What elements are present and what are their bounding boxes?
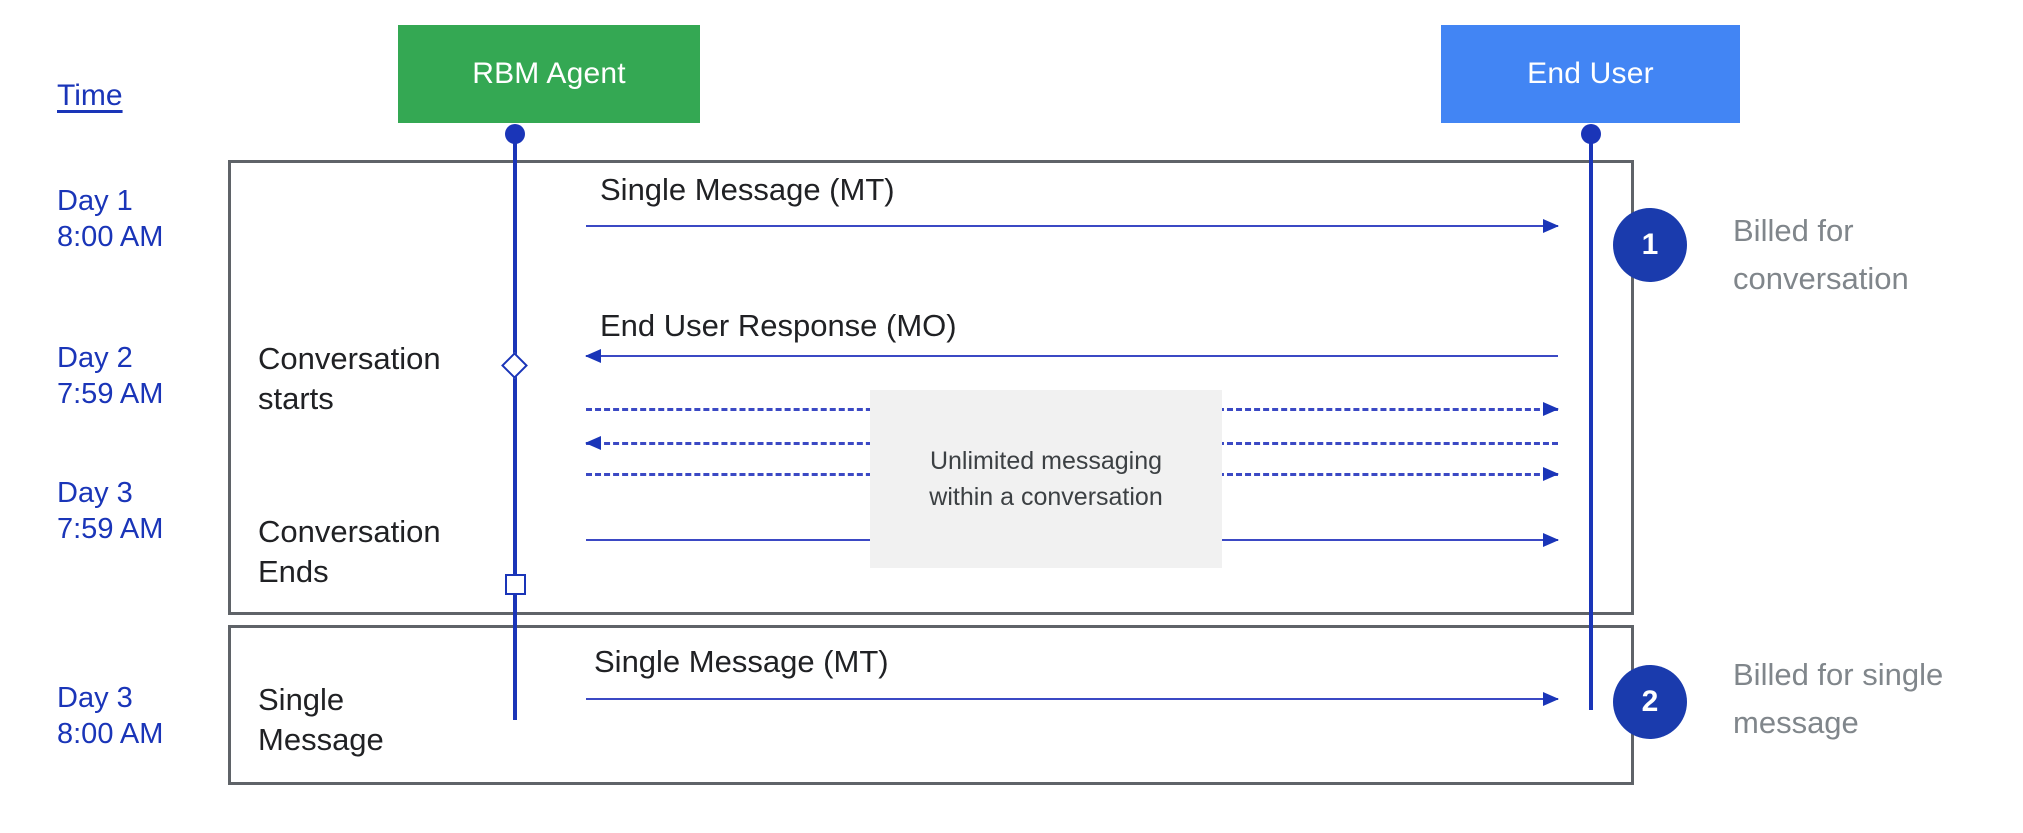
lifeline-rbm-agent bbox=[513, 128, 517, 720]
panel-conversation bbox=[228, 160, 1634, 615]
message-caption-mo-1: End User Response (MO) bbox=[600, 308, 957, 343]
time-label-day2-759am: Day 2 7:59 AM bbox=[57, 342, 164, 410]
actor-box-rbm-agent[interactable]: RBM Agent bbox=[398, 25, 700, 123]
label-single-message: Single Message bbox=[258, 682, 384, 757]
time-axis-header[interactable]: Time bbox=[57, 79, 123, 112]
message-caption-mt-2: Single Message (MT) bbox=[594, 644, 889, 679]
arrow-shaft bbox=[586, 355, 1558, 357]
label-conversation-ends: Conversation Ends bbox=[258, 514, 441, 589]
arrow-head-right-icon bbox=[1543, 467, 1559, 481]
arrow-head-left-icon bbox=[585, 436, 601, 450]
conversation-end-square-icon bbox=[505, 574, 526, 595]
time-label-day3-759am: Day 3 7:59 AM bbox=[57, 477, 164, 545]
note-unlimited-messaging: Unlimited messaging within a conversatio… bbox=[870, 390, 1222, 568]
lifeline-head-end-user-icon bbox=[1581, 124, 1601, 144]
lifeline-end-user bbox=[1589, 128, 1593, 710]
label-conversation-starts: Conversation starts bbox=[258, 341, 441, 416]
arrow-mt-1 bbox=[586, 216, 1559, 236]
arrow-mo-1 bbox=[585, 346, 1558, 366]
message-caption-mt-1: Single Message (MT) bbox=[600, 172, 895, 207]
billing-note-1: Billed for conversation bbox=[1733, 213, 1909, 296]
billing-badge-1: 1 bbox=[1613, 208, 1687, 282]
arrow-head-right-icon bbox=[1543, 402, 1559, 416]
arrow-shaft bbox=[586, 225, 1558, 227]
time-label-day1-8am: Day 1 8:00 AM bbox=[57, 185, 164, 253]
arrow-head-left-icon bbox=[585, 349, 601, 363]
billing-badge-2: 2 bbox=[1613, 665, 1687, 739]
actor-box-end-user[interactable]: End User bbox=[1441, 25, 1740, 123]
arrow-head-right-icon bbox=[1543, 692, 1559, 706]
arrow-mt-2 bbox=[586, 689, 1559, 709]
arrow-head-right-icon bbox=[1543, 533, 1559, 547]
arrow-head-right-icon bbox=[1543, 219, 1559, 233]
arrow-shaft bbox=[586, 698, 1558, 700]
time-label-day3-8am: Day 3 8:00 AM bbox=[57, 682, 164, 750]
billing-note-2: Billed for single message bbox=[1733, 657, 1944, 740]
lifeline-head-rbm-agent-icon bbox=[505, 124, 525, 144]
